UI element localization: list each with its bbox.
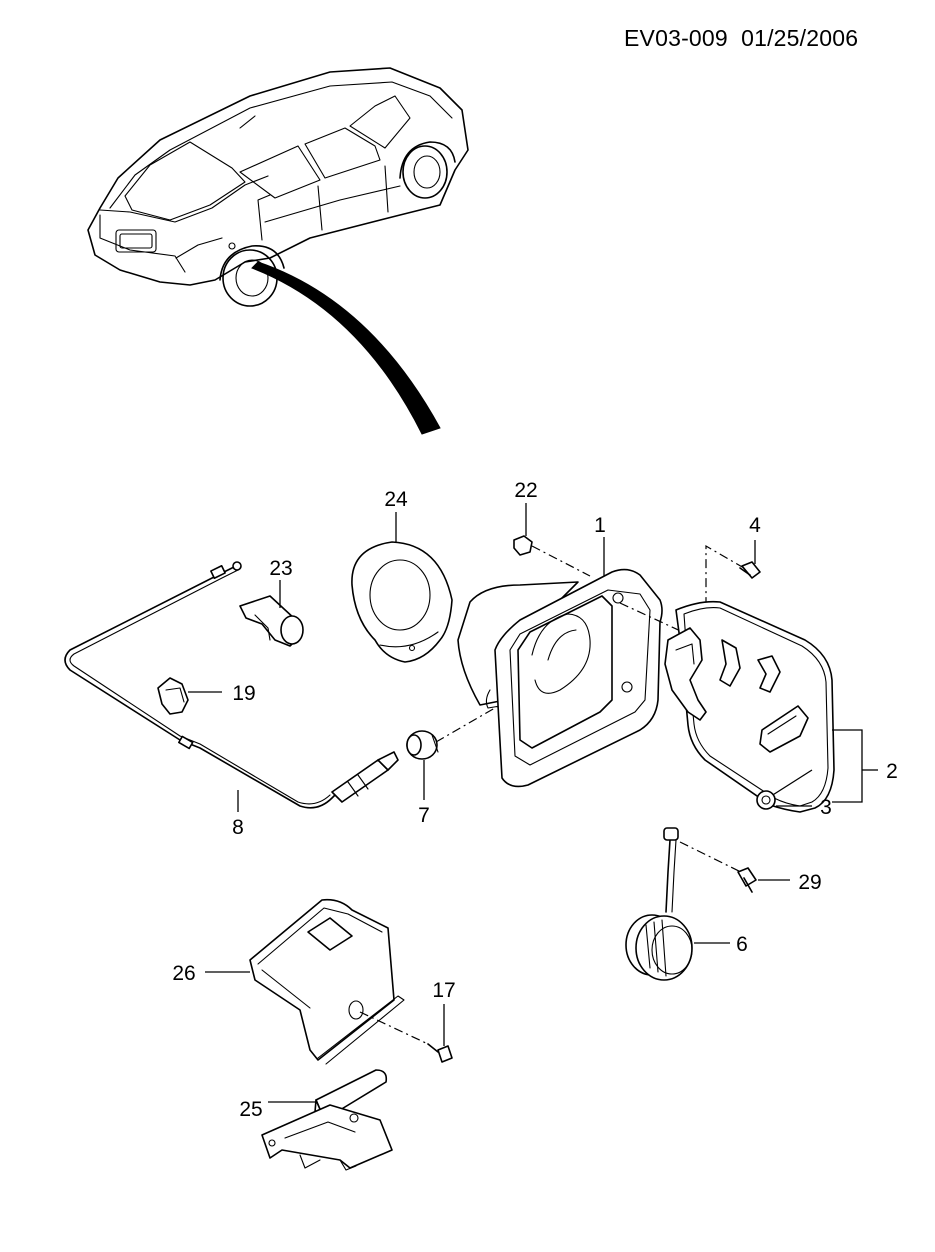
car-overview [87, 67, 469, 307]
callout-labels: 1 2 3 4 6 7 8 17 19 22 23 24 25 26 29 [172, 479, 898, 1121]
axis-line-17 [359, 1011, 429, 1045]
callout-24: 24 [384, 488, 408, 511]
callout-17: 17 [432, 979, 455, 1002]
part-2-fuel-door [664, 600, 835, 813]
part-29-screw [737, 867, 790, 893]
part-17-screw [427, 1004, 453, 1063]
callout-22: 22 [514, 479, 537, 502]
doc-number: EV03-009 [624, 25, 728, 51]
part-23-clip [239, 580, 304, 647]
doc-date: 01/25/2006 [741, 25, 859, 51]
axis-line-7 [435, 704, 501, 743]
part-4-screw [739, 540, 761, 579]
callout-1: 1 [594, 514, 606, 537]
part-19-clip [157, 677, 222, 715]
axis-line-22 [531, 545, 591, 577]
axis-line-29 [679, 841, 746, 875]
callout-4: 4 [749, 514, 761, 537]
part-25-lever [261, 1069, 393, 1171]
callout-3: 3 [820, 796, 832, 819]
part-26-bracket [205, 898, 405, 1065]
callout-8: 8 [232, 816, 244, 839]
callout-19: 19 [232, 682, 255, 705]
axis-line-4 [705, 544, 745, 640]
document-code: EV03-009 01/25/2006 [624, 25, 858, 52]
part-24-gasket [351, 512, 453, 663]
part-22-nut [513, 503, 533, 556]
part-3-bumper [756, 790, 812, 810]
detail-pointer [251, 261, 441, 435]
part-8-cable [64, 561, 399, 812]
callout-7: 7 [418, 804, 430, 827]
callout-6: 6 [736, 933, 748, 956]
bracket-2-3 [832, 729, 863, 803]
leader-3-door [767, 769, 813, 799]
callout-23: 23 [269, 557, 292, 580]
callout-29: 29 [798, 871, 821, 894]
part-6-fuel-cap [625, 827, 730, 981]
part-1-housing [457, 537, 663, 788]
callout-25: 25 [239, 1098, 262, 1121]
part-7-grommet [406, 730, 439, 800]
callout-2: 2 [886, 760, 898, 783]
callout-26: 26 [172, 962, 195, 985]
axis-line-hinge [619, 602, 701, 641]
